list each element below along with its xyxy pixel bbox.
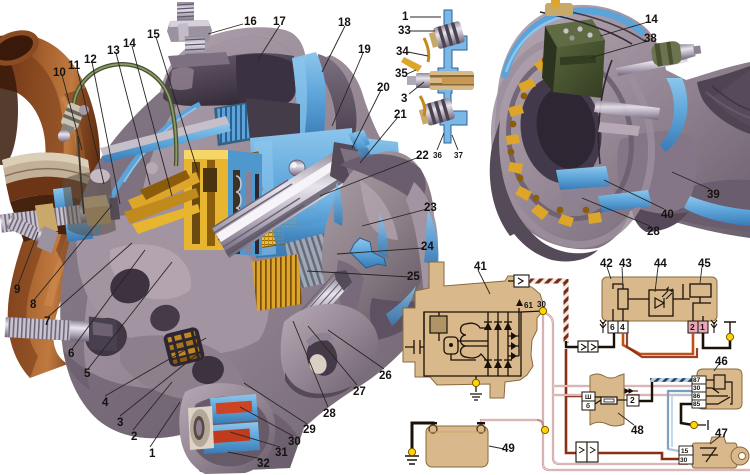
svg-text:26: 26 — [379, 370, 392, 382]
svg-text:7: 7 — [44, 316, 50, 328]
svg-text:37: 37 — [454, 151, 463, 160]
svg-text:19: 19 — [358, 44, 371, 56]
svg-text:27: 27 — [353, 386, 366, 398]
svg-text:43: 43 — [619, 258, 632, 270]
svg-text:34: 34 — [396, 46, 409, 58]
svg-text:11: 11 — [68, 60, 81, 72]
svg-text:15: 15 — [681, 448, 689, 455]
svg-text:16: 16 — [244, 16, 257, 28]
svg-text:6: 6 — [610, 322, 615, 332]
svg-text:21: 21 — [394, 109, 407, 121]
svg-text:1: 1 — [149, 448, 156, 460]
svg-text:85: 85 — [693, 401, 701, 408]
svg-text:31: 31 — [275, 447, 288, 459]
svg-text:24: 24 — [421, 241, 434, 253]
svg-text:13: 13 — [107, 45, 120, 57]
svg-text:15: 15 — [147, 29, 160, 41]
svg-text:б: б — [586, 402, 590, 410]
svg-text:36: 36 — [433, 151, 442, 160]
svg-text:12: 12 — [84, 54, 97, 66]
svg-text:14: 14 — [123, 38, 136, 50]
svg-text:23: 23 — [424, 202, 437, 214]
svg-text:5: 5 — [84, 368, 91, 380]
svg-text:18: 18 — [338, 17, 351, 29]
svg-text:45: 45 — [698, 258, 711, 270]
svg-text:30: 30 — [693, 385, 701, 392]
svg-text:41: 41 — [474, 261, 487, 273]
svg-text:46: 46 — [715, 356, 728, 368]
svg-text:42: 42 — [600, 258, 613, 270]
svg-text:30: 30 — [288, 436, 301, 448]
svg-text:49: 49 — [502, 443, 515, 455]
svg-text:Ш: Ш — [585, 394, 592, 401]
svg-text:40: 40 — [661, 209, 674, 221]
svg-text:32: 32 — [257, 458, 270, 470]
svg-text:9: 9 — [14, 284, 20, 296]
svg-text:4: 4 — [620, 322, 625, 332]
svg-text:35: 35 — [395, 68, 408, 80]
svg-text:6: 6 — [68, 348, 74, 360]
svg-text:44: 44 — [654, 258, 667, 270]
svg-text:2: 2 — [131, 431, 137, 443]
svg-text:47: 47 — [715, 428, 728, 440]
svg-text:3: 3 — [401, 93, 407, 105]
svg-text:10: 10 — [53, 67, 66, 79]
svg-text:30: 30 — [680, 457, 688, 464]
svg-text:87: 87 — [693, 377, 701, 384]
svg-text:14: 14 — [645, 14, 658, 26]
svg-text:8: 8 — [30, 299, 37, 311]
svg-text:48: 48 — [631, 425, 644, 437]
svg-text:1: 1 — [700, 322, 705, 332]
svg-text:61: 61 — [524, 301, 533, 310]
svg-text:39: 39 — [707, 189, 720, 201]
svg-text:38: 38 — [644, 33, 657, 45]
svg-text:17: 17 — [273, 16, 286, 28]
svg-text:3: 3 — [117, 417, 123, 429]
svg-text:29: 29 — [303, 424, 316, 436]
svg-text:25: 25 — [407, 271, 420, 283]
svg-text:28: 28 — [647, 226, 660, 238]
svg-text:1: 1 — [402, 11, 409, 23]
svg-text:4: 4 — [102, 397, 109, 409]
svg-text:20: 20 — [377, 82, 390, 94]
svg-text:86: 86 — [693, 393, 701, 400]
svg-text:33: 33 — [398, 25, 411, 37]
svg-text:28: 28 — [323, 408, 336, 420]
svg-text:2: 2 — [690, 322, 695, 332]
svg-text:22: 22 — [416, 150, 429, 162]
svg-text:30: 30 — [537, 300, 546, 309]
svg-text:2: 2 — [630, 395, 635, 405]
